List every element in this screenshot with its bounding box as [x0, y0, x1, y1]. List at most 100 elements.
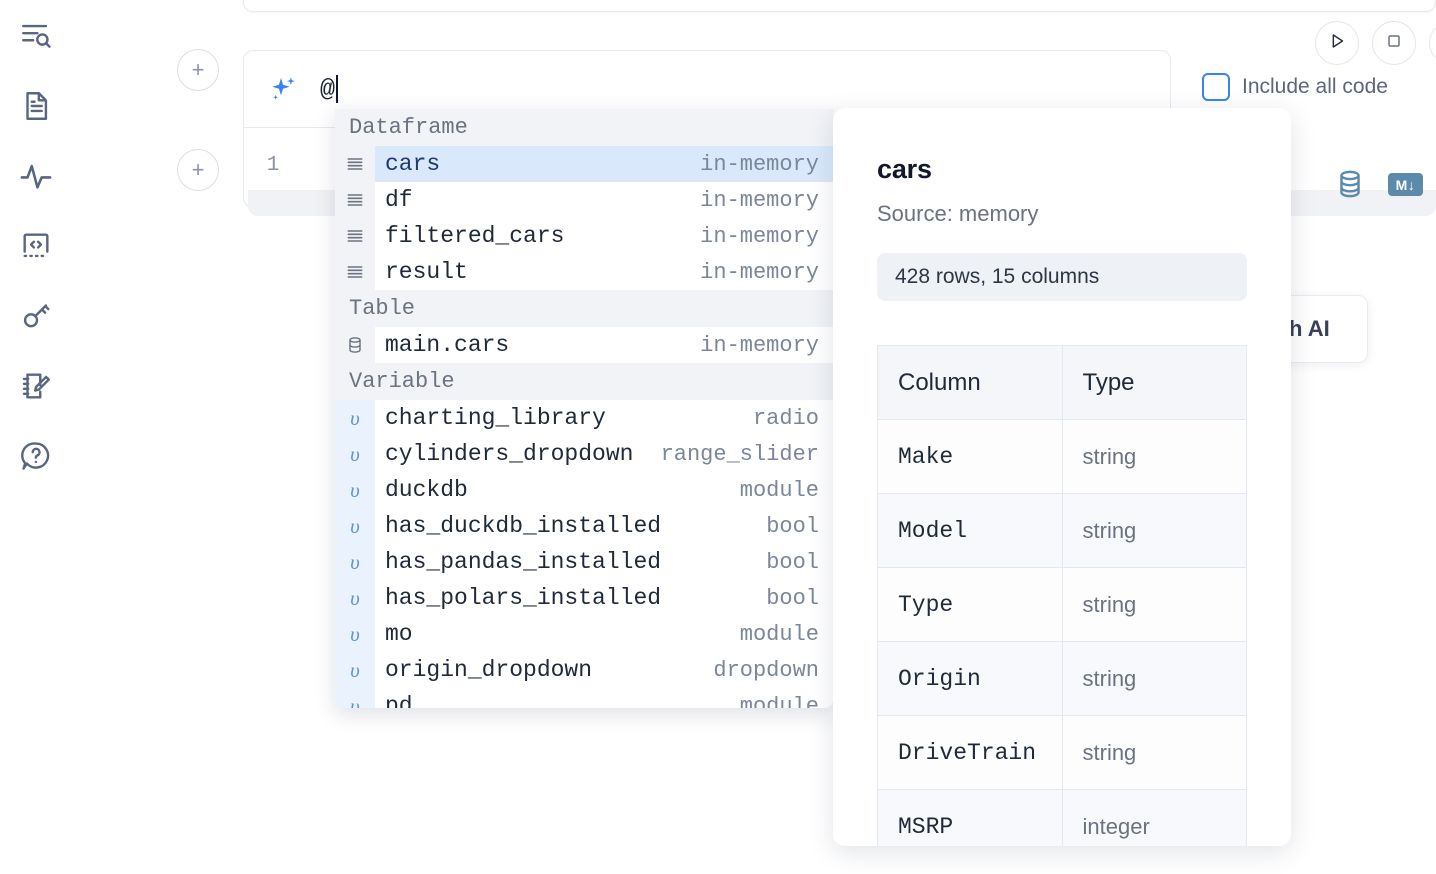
include-all-code-toggle[interactable]: Include all code [1202, 73, 1388, 101]
autocomplete-item[interactable]: main.cars in-memory [335, 327, 833, 363]
add-cell-button-top[interactable]: + [177, 49, 219, 91]
more-button[interactable] [1429, 21, 1436, 65]
schema-column-type: string [1061, 641, 1247, 716]
sidebar-item-help[interactable] [14, 434, 58, 478]
sidebar-item-notebook[interactable] [14, 84, 58, 128]
autocomplete-item-name: origin_dropdown [385, 657, 593, 683]
variable-icon: υ [335, 472, 375, 508]
run-button[interactable] [1315, 21, 1359, 65]
sidebar-item-activity[interactable] [14, 154, 58, 198]
line-number: 1 [266, 154, 280, 177]
dataframe-icon [335, 146, 375, 182]
autocomplete-item-type: module [739, 477, 819, 503]
autocomplete-item-name: cars [385, 151, 441, 177]
play-icon [1326, 30, 1348, 57]
variable-icon: υ [335, 544, 375, 580]
explore-icon [19, 19, 53, 53]
autocomplete-item-name: has_pandas_installed [385, 549, 662, 575]
text-caret [336, 75, 339, 103]
autocomplete-item-body: duckdb module [375, 472, 833, 508]
autocomplete-item-type: bool [766, 585, 819, 611]
autocomplete-item-name: pd [385, 693, 413, 708]
dataframe-icon [335, 218, 375, 254]
sidebar-item-code[interactable] [14, 224, 58, 268]
schema-column-name: Model [877, 493, 1063, 568]
checkbox-icon[interactable] [1202, 73, 1230, 101]
autocomplete-item-name: main.cars [385, 332, 510, 358]
autocomplete-item-name: charting_library [385, 405, 606, 431]
variable-icon: υ [335, 616, 375, 652]
sidebar-item-explore[interactable] [14, 14, 58, 58]
schema-column-name: Origin [877, 641, 1063, 716]
stop-button[interactable] [1372, 21, 1416, 65]
sidebar [0, 0, 72, 874]
sidebar-item-secrets[interactable] [14, 294, 58, 338]
sidebar-item-scratchpad[interactable] [14, 364, 58, 408]
autocomplete-item-type: radio [752, 405, 819, 431]
include-all-code-label: Include all code [1242, 75, 1388, 98]
add-cell-button-bottom[interactable]: + [177, 149, 219, 191]
schema-column-type: string [1061, 419, 1247, 494]
ai-prompt-input[interactable]: @ [298, 51, 1170, 127]
autocomplete-item-type: in-memory [700, 332, 819, 358]
schema-column-type: integer [1061, 789, 1247, 846]
autocomplete-item-type: module [739, 693, 819, 709]
table-header-row: Column Type [877, 345, 1247, 420]
autocomplete-item-type: module [739, 621, 819, 647]
autocomplete-item-name: filtered_cars [385, 223, 565, 249]
schema-column-name: MSRP [877, 789, 1063, 846]
schema-column-name: Type [877, 567, 1063, 642]
autocomplete-item-name: duckdb [385, 477, 468, 503]
square-icon [1384, 31, 1404, 56]
variable-icon: υ [335, 580, 375, 616]
variable-icon: υ [335, 436, 375, 472]
markdown-badge-label: M [1395, 176, 1408, 193]
sparkles-icon [268, 74, 298, 104]
help-icon [19, 439, 53, 473]
dataframe-icon [335, 254, 375, 290]
schema-column-type: string [1061, 493, 1247, 568]
autocomplete-item[interactable]: cars in-memory [335, 146, 833, 182]
detail-shape: 428 rows, 15 columns [877, 253, 1247, 301]
variable-icon: υ [335, 652, 375, 688]
autocomplete-section-header: Dataframe [335, 109, 833, 146]
schema-column-type: string [1061, 715, 1247, 790]
autocomplete-item-type: in-memory [700, 151, 819, 177]
autocomplete-item-body: cars in-memory [375, 146, 833, 182]
autocomplete-section-header: Variable [335, 363, 833, 400]
ai-prompt-value: @ [320, 74, 336, 104]
detail-source: Source: memory [877, 201, 1039, 226]
variable-icon: υ [335, 508, 375, 544]
autocomplete-item-body: charting_library radio [375, 400, 833, 436]
autocomplete-item-body: main.cars in-memory [375, 327, 833, 363]
database-icon[interactable] [1334, 168, 1366, 200]
schema-column-type: string [1061, 567, 1247, 642]
markdown-icon[interactable]: M↓ [1388, 173, 1423, 196]
detail-popover: cars Source: memory 428 rows, 15 columns… [833, 108, 1291, 846]
